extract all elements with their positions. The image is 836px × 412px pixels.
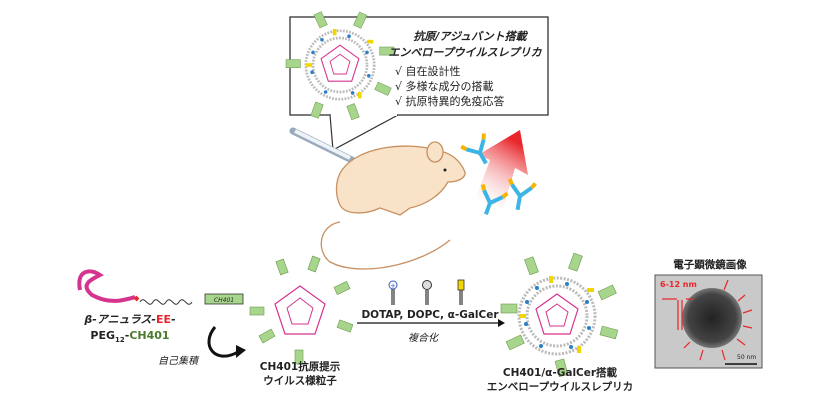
particle1-label-line1: CH401抗原提示: [260, 360, 341, 373]
immune-response-arrow: [475, 130, 528, 208]
ch401-tag: [204, 293, 244, 305]
envelope-virus-replica-icon: [285, 11, 395, 121]
lipid-icons: +: [388, 279, 465, 305]
self-assembly-label: 自己集積: [158, 355, 200, 367]
callout-title-line1: 抗原/アジュバント搭載: [413, 30, 528, 43]
svg-text:+: +: [390, 282, 396, 290]
callout-box: 抗原/アジュバント搭載 エンベロープウイルスレプリカ √ 自在設計性 √ 多様な…: [285, 11, 549, 151]
curved-arrow-icon: [207, 326, 246, 358]
virus-like-particle: [249, 255, 354, 365]
particle2-label-line2: エンベロープウイルスレプリカ: [487, 380, 633, 393]
callout-title-line2: エンベロープウイルスレプリカ: [388, 46, 542, 59]
svg-text:CH401: CH401: [214, 297, 234, 304]
em-size-label: 6-12 nm: [660, 280, 697, 289]
peptide-label-line2: PEG12-CH401: [90, 329, 169, 344]
reagents-label: DOTAP, DOPC, α-GalCer: [361, 309, 499, 321]
em-title: 電子顕微鏡画像: [673, 258, 747, 271]
complexation-label: 複合化: [408, 332, 440, 344]
mouse-icon: [320, 141, 466, 270]
antibody-icon: [460, 133, 537, 215]
peptide-structure: CH401: [77, 269, 244, 305]
particle1-label-line2: ウイルス様粒子: [263, 374, 337, 387]
particle2-label-line1: CH401/α-GalCer搭載: [503, 366, 618, 379]
feature-3: √ 抗原特異的免疫応答: [395, 94, 505, 108]
feature-1: √ 自在設計性: [395, 64, 461, 78]
em-image: 6-12 nm 50 nm: [654, 274, 763, 369]
peptide-label-line1: β-アニュラス-EE-: [83, 313, 175, 326]
envelope-virus-replica: [500, 252, 619, 378]
em-scale-label: 50 nm: [737, 354, 756, 361]
reaction-arrow: [357, 319, 505, 327]
feature-2: √ 多様な成分の搭載: [395, 79, 494, 93]
